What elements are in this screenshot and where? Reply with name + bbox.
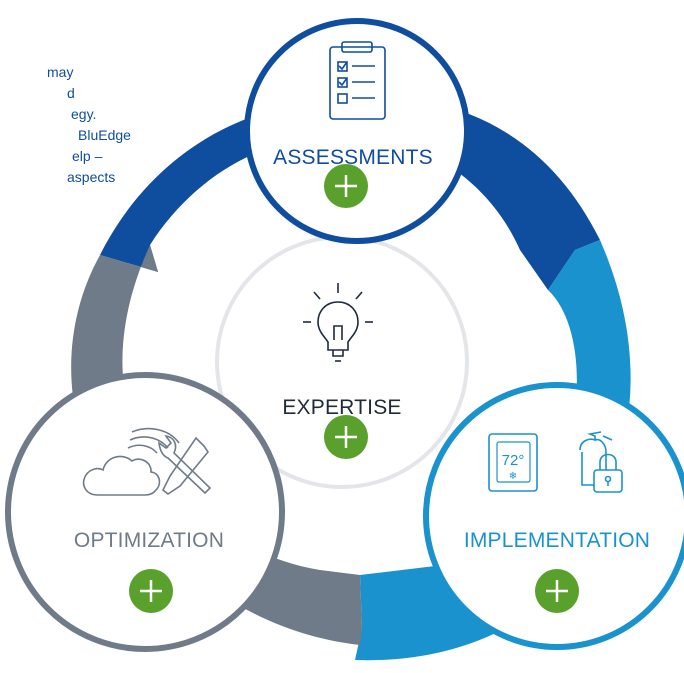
optimization-plus-button[interactable] [129,569,173,613]
plus-icon [335,426,357,448]
assessments-plus-button[interactable] [324,164,368,208]
intro-line: elp – [72,148,103,164]
ring-segment-optimization [71,245,158,410]
intro-line: aspects [67,169,116,185]
expertise-plus-button[interactable] [324,415,368,459]
optimization-label: OPTIMIZATION [74,529,224,552]
thermostat-reading: 72° [502,452,525,469]
plus-icon [335,175,357,197]
assessments-label: ASSESSMENTS [273,146,433,169]
plus-icon [140,580,162,602]
thermostat-icon: 72° ❄ [488,433,538,492]
intro-line: d [67,85,75,101]
expertise-label: EXPERTISE [282,396,401,419]
lightbulb-icon [303,283,373,362]
svg-text:❄: ❄ [509,471,517,482]
clipboard-checklist-icon [329,41,386,120]
intro-line: may [47,64,74,80]
plus-icon [546,580,568,602]
intro-line: BluEdge [78,127,131,143]
optimization-node: OPTIMIZATION [5,372,285,652]
implementation-plus-button[interactable] [535,569,579,613]
center-node: EXPERTISE [215,235,469,489]
assessments-node: ASSESSMENTS [244,18,470,244]
intro-line: egy. [71,106,97,122]
cloud-wifi-tools-icon [82,427,212,496]
implementation-label: IMPLEMENTATION [464,529,650,552]
fire-extinguisher-lock-icon [579,431,623,493]
implementation-node: 72° ❄ IMPLEMENTATION [423,382,684,650]
